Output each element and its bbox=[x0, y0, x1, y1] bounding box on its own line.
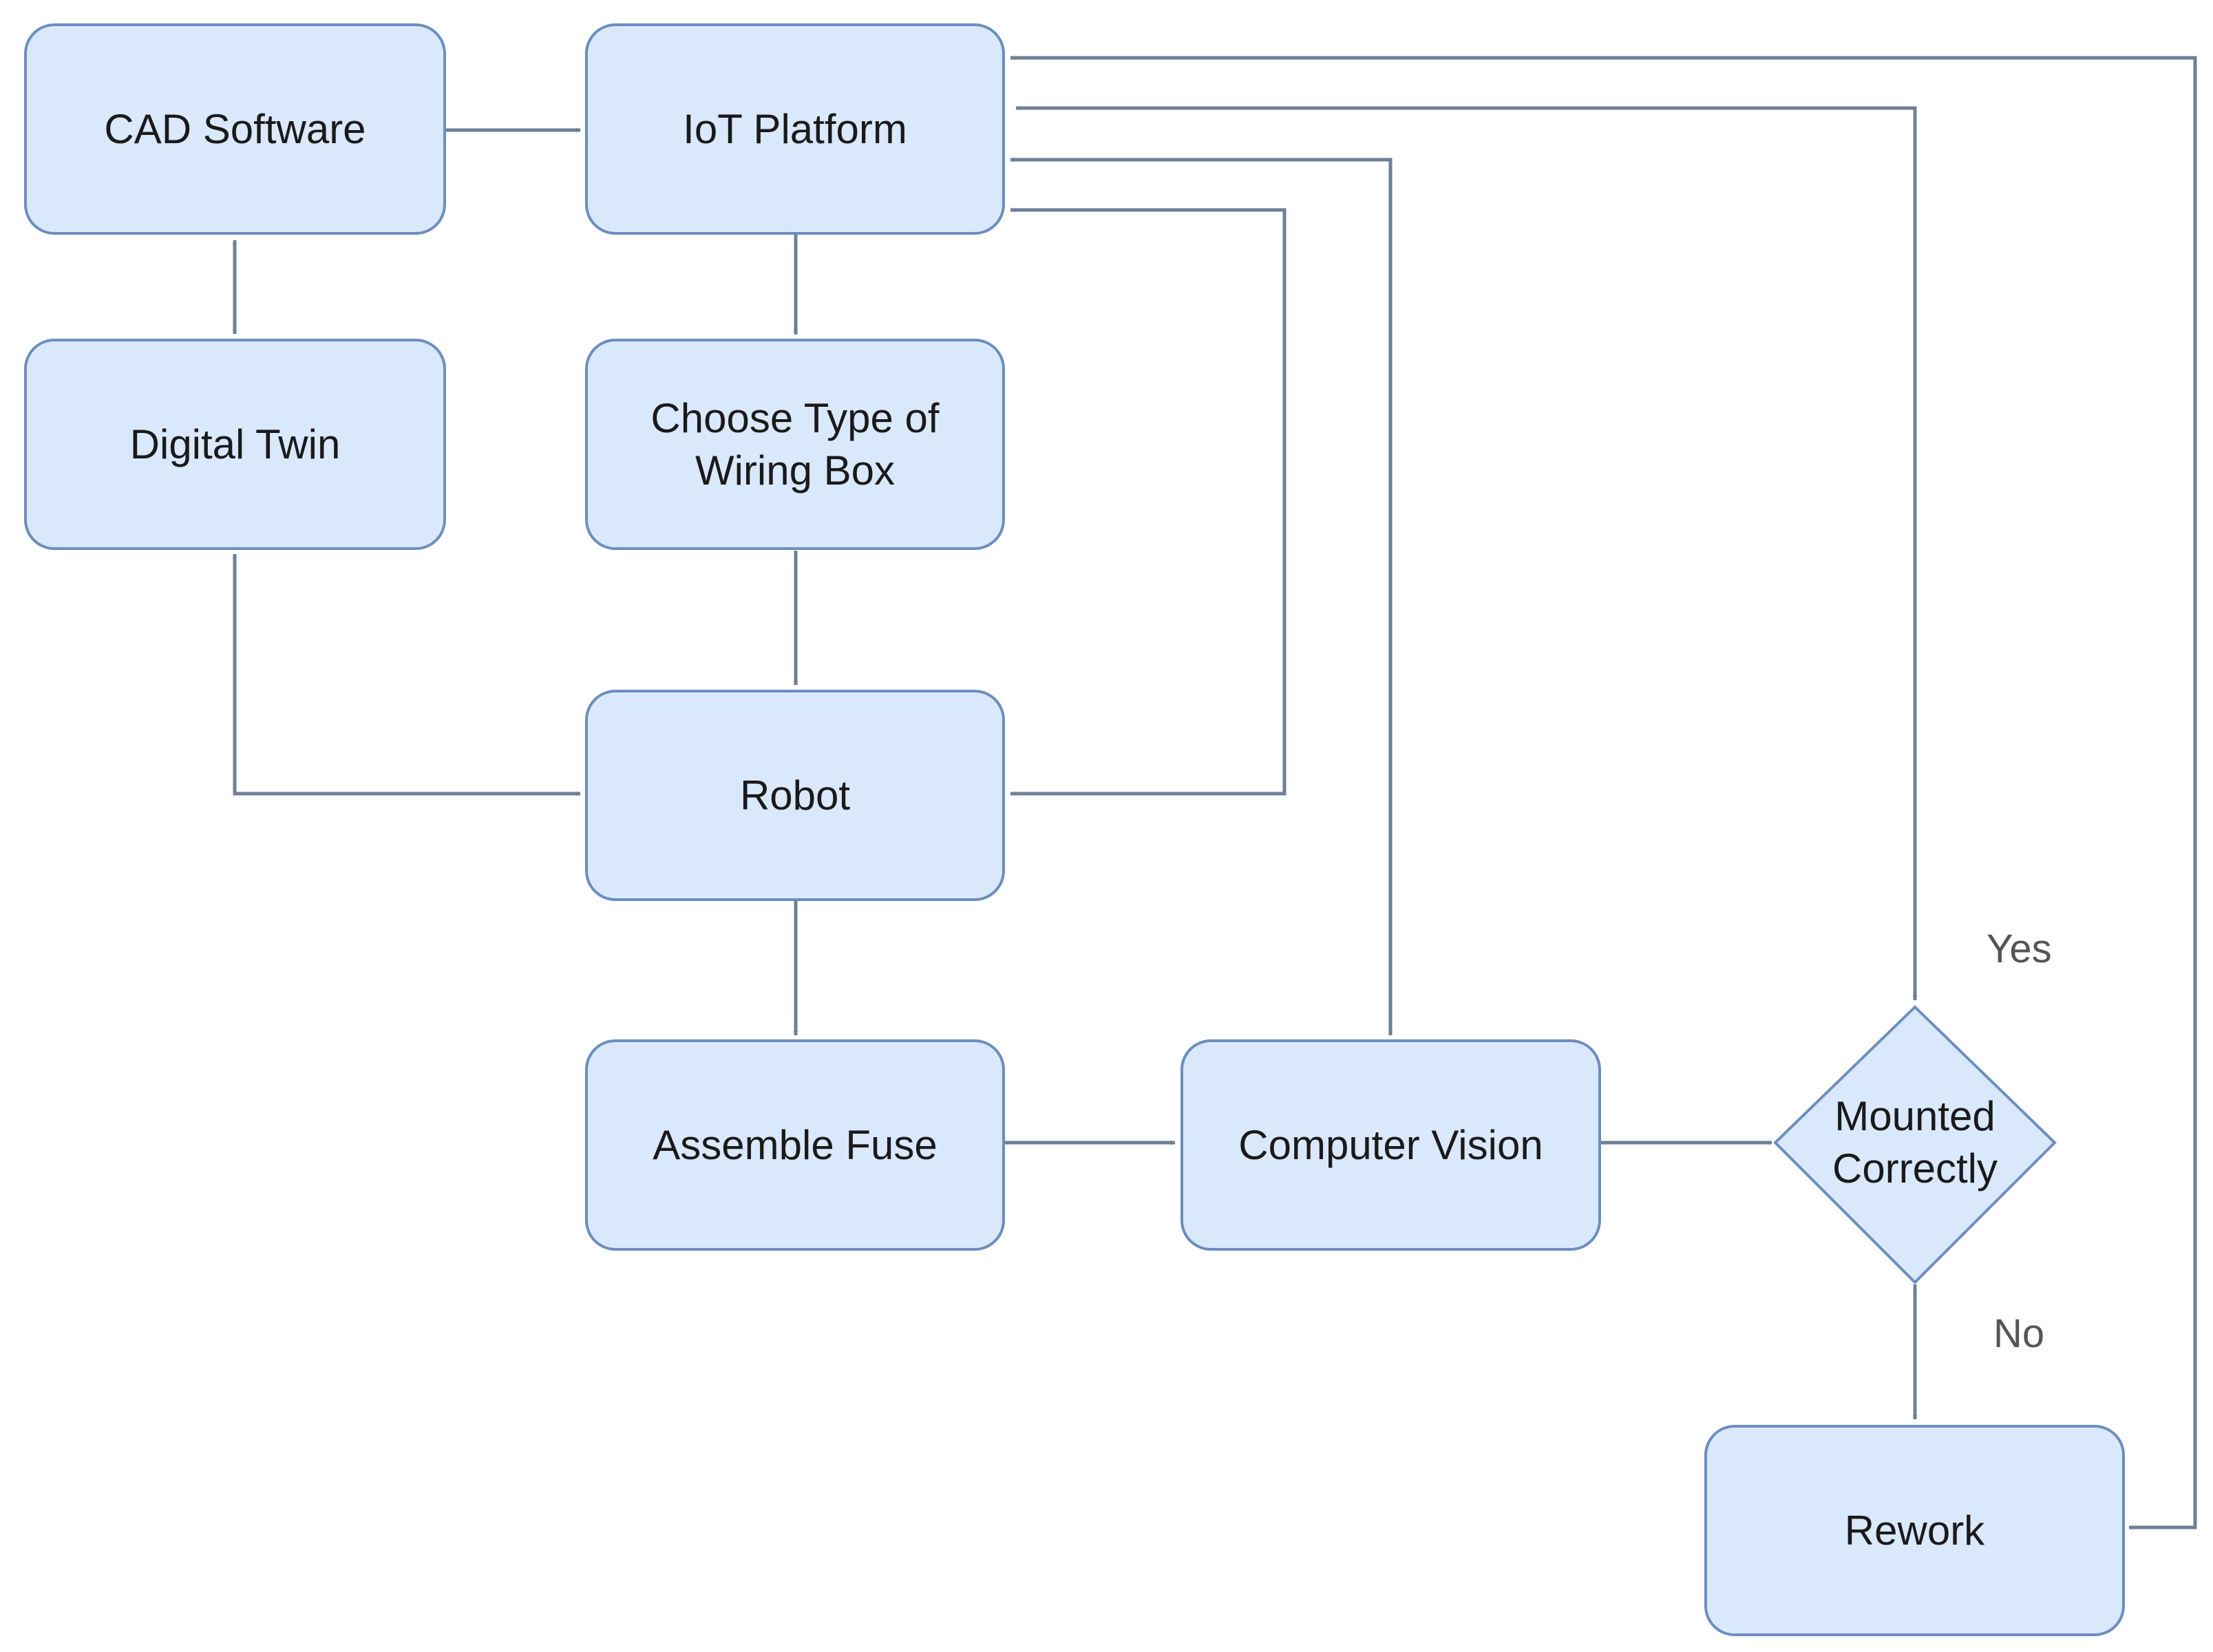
mounted-correctly-diamond bbox=[1773, 1005, 2057, 1284]
cad-software-node: CAD Software bbox=[24, 23, 446, 235]
computer-vision-node: Computer Vision bbox=[1180, 1039, 1601, 1251]
choose-wiring-box-node: Choose Type of Wiring Box bbox=[585, 339, 1005, 550]
robot-node: Robot bbox=[585, 690, 1005, 901]
digital-twin-node: Digital Twin bbox=[24, 339, 446, 550]
edge-iot-mounted-correctly bbox=[1015, 105, 1918, 1001]
rework-node: Rework bbox=[1704, 1425, 2125, 1636]
edge-iot-robot bbox=[1010, 207, 1286, 796]
mounted-correctly-label: Mounted Correctly bbox=[1832, 1093, 1998, 1192]
no-label: No bbox=[1993, 1311, 2045, 1356]
edge-iot-rework bbox=[1010, 55, 2197, 1530]
edge-digital-twin-robot bbox=[232, 553, 581, 796]
yes-label: Yes bbox=[1987, 926, 2052, 971]
assemble-fuse-node: Assemble Fuse bbox=[585, 1039, 1005, 1251]
edge-iot-computer-vision bbox=[1010, 157, 1393, 1036]
iot-platform-node: IoT Platform bbox=[585, 23, 1005, 235]
